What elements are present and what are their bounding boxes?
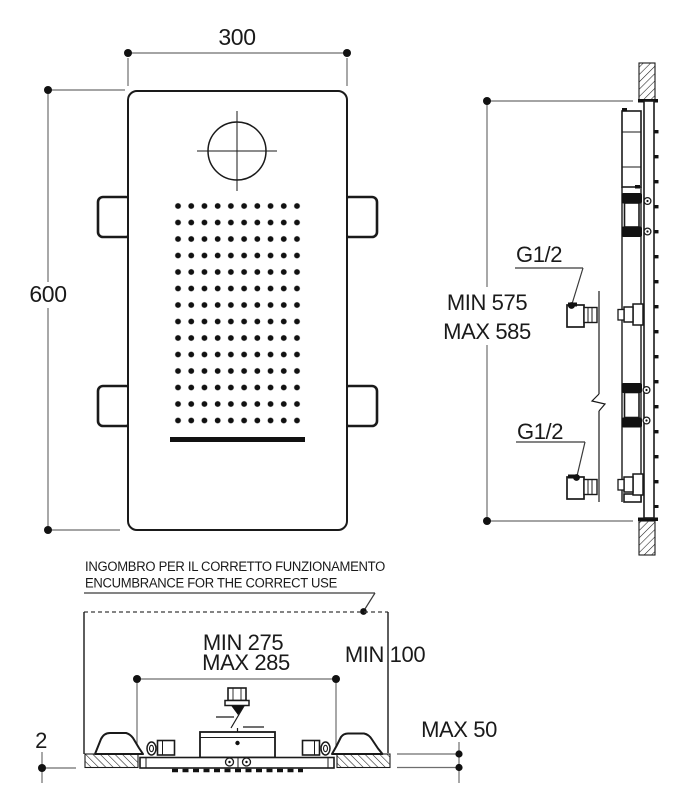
wall-fitting-top	[566, 302, 598, 328]
thread-label-top: G1/2	[516, 242, 562, 267]
ceiling-section-bottom	[638, 520, 656, 556]
leader-dot	[568, 302, 575, 309]
clip-jaw	[621, 226, 642, 237]
protrusion-label: 2	[35, 728, 47, 753]
dim-endpoint-dot	[133, 675, 141, 683]
note-italian: INGOMBRO PER IL CORRETTO FUNZIONAMENTO	[85, 559, 385, 574]
inlet-pipe	[216, 687, 264, 732]
waterfall-slot	[170, 437, 305, 442]
thread-callout-bottom: G1/2	[516, 419, 586, 481]
dim-endpoint-dot	[483, 97, 491, 105]
ceiling-strip-right	[336, 753, 391, 769]
dim-endpoint-dot	[455, 750, 463, 758]
ceiling-section-top	[638, 62, 656, 101]
inlet-thread	[227, 687, 247, 702]
thread-nipple	[583, 306, 598, 324]
dim-endpoint-dot	[455, 763, 463, 772]
shower-plate-section	[139, 756, 335, 773]
inlet-taper	[231, 705, 245, 715]
dimension-install-depth: MIN 575 MAX 585	[443, 97, 633, 525]
dimension-protrusion: 2	[35, 728, 76, 783]
leader-dot	[573, 474, 580, 481]
dim-endpoint-dot	[44, 526, 52, 534]
dimension-ceiling-thickness: MAX 50	[397, 717, 497, 783]
front-view: 300 600	[29, 24, 379, 534]
height-dim-label: 600	[29, 281, 66, 307]
spring-clip-lower	[621, 383, 651, 428]
mounting-tab-right-bottom	[342, 384, 379, 428]
junction-box	[199, 731, 276, 759]
opening-max-label: MAX 285	[202, 650, 290, 675]
thread-nipple	[583, 478, 598, 496]
dimension-ceiling-opening: MIN 275 MAX 285	[133, 630, 340, 752]
width-dim-label: 300	[218, 24, 255, 50]
pipe-break-symbol	[590, 393, 607, 412]
dimension-height-600: 600	[29, 86, 125, 534]
side-view: G1/2 G1/2 MIN 575 MAX 585	[443, 62, 659, 556]
clip-jaw	[621, 383, 642, 393]
ceiling-strip-left	[84, 753, 139, 769]
clip-jaw	[621, 193, 642, 204]
dim-endpoint-dot	[38, 764, 46, 772]
thread-callout-top: G1/2	[515, 242, 584, 309]
inlet-flange	[224, 699, 250, 707]
dim-endpoint-dot	[332, 675, 340, 683]
ceiling-thickness-label: MAX 50	[421, 717, 497, 742]
note-english: ENCUMBRANCE FOR THE CORRECT USE	[85, 576, 337, 591]
opening-min-label: MIN 275	[203, 630, 284, 655]
nozzle-ticks-profile	[654, 130, 659, 508]
depth-max-label: MAX 585	[443, 319, 531, 344]
wall-fitting-bottom	[566, 474, 598, 500]
dim-endpoint-dot	[483, 517, 491, 525]
thread-label-bottom: G1/2	[517, 419, 563, 444]
panel-connector-top	[617, 303, 644, 326]
dim-endpoint-dot	[44, 86, 52, 94]
depth-min-label: MIN 575	[447, 290, 528, 315]
frame-top-box	[621, 110, 642, 188]
retaining-spring-right	[301, 732, 384, 756]
dimension-width-300: 300	[124, 24, 351, 86]
spring-clip-upper	[621, 193, 652, 237]
ceiling-edge-bottom	[638, 517, 658, 521]
mounting-tab-left-bottom	[96, 384, 133, 428]
dim-endpoint-dot	[343, 49, 351, 57]
section-view: INGOMBRO PER IL CORRETTO FUNZIONAMENTO E…	[35, 559, 497, 783]
dim-endpoint-dot	[124, 49, 132, 57]
clearance-label: MIN 100	[345, 642, 426, 667]
mounting-tab-right-top	[342, 195, 379, 239]
pipe-break-symbol	[230, 705, 245, 729]
mounting-tab-left-top	[96, 195, 133, 239]
leader-dot	[360, 608, 367, 615]
nozzle-grid	[171, 197, 304, 429]
clip-jaw	[621, 417, 642, 428]
retaining-spring-left	[94, 732, 176, 756]
supply-pipe-line	[590, 291, 607, 502]
shower-plate-profile	[643, 100, 655, 519]
panel-connector-bottom	[617, 473, 644, 496]
